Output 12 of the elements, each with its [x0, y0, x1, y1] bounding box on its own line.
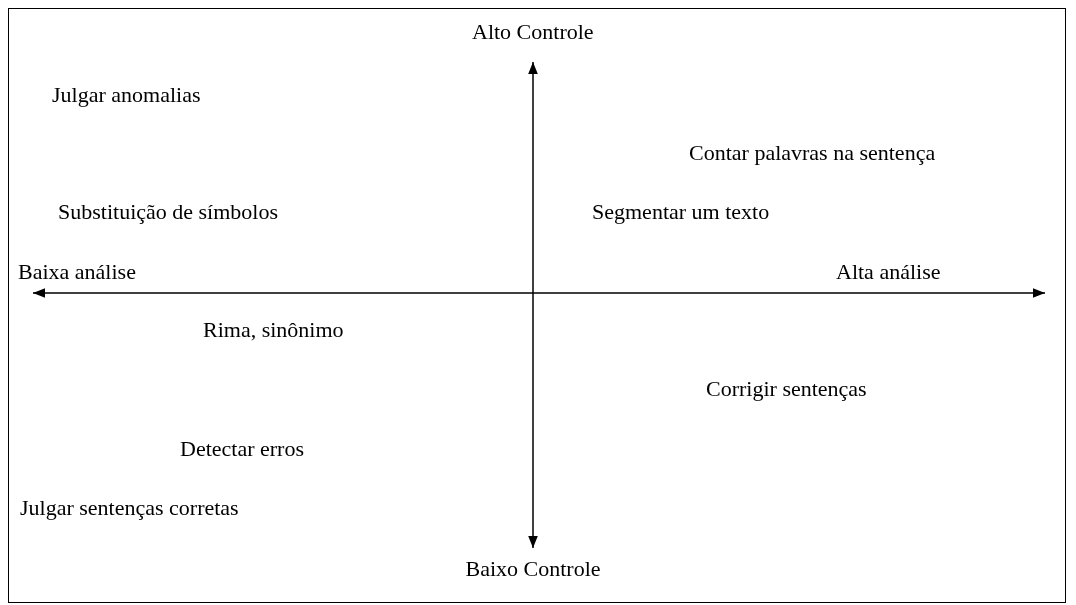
- task-label: Rima, sinônimo: [203, 317, 344, 343]
- task-label: Segmentar um texto: [592, 199, 770, 225]
- task-label: Julgar anomalias: [52, 82, 201, 108]
- task-label: Substituição de símbolos: [58, 199, 278, 225]
- axis-label: Baixo Controle: [465, 556, 601, 582]
- axis-label: Alta análise: [836, 259, 941, 285]
- axis-label: Alto Controle: [472, 19, 594, 45]
- task-label: Corrigir sentenças: [706, 376, 867, 402]
- task-label: Contar palavras na sentença: [689, 140, 936, 166]
- axis-label: Baixa análise: [18, 259, 136, 285]
- task-label: Detectar erros: [180, 436, 304, 462]
- task-label: Julgar sentenças corretas: [20, 495, 239, 521]
